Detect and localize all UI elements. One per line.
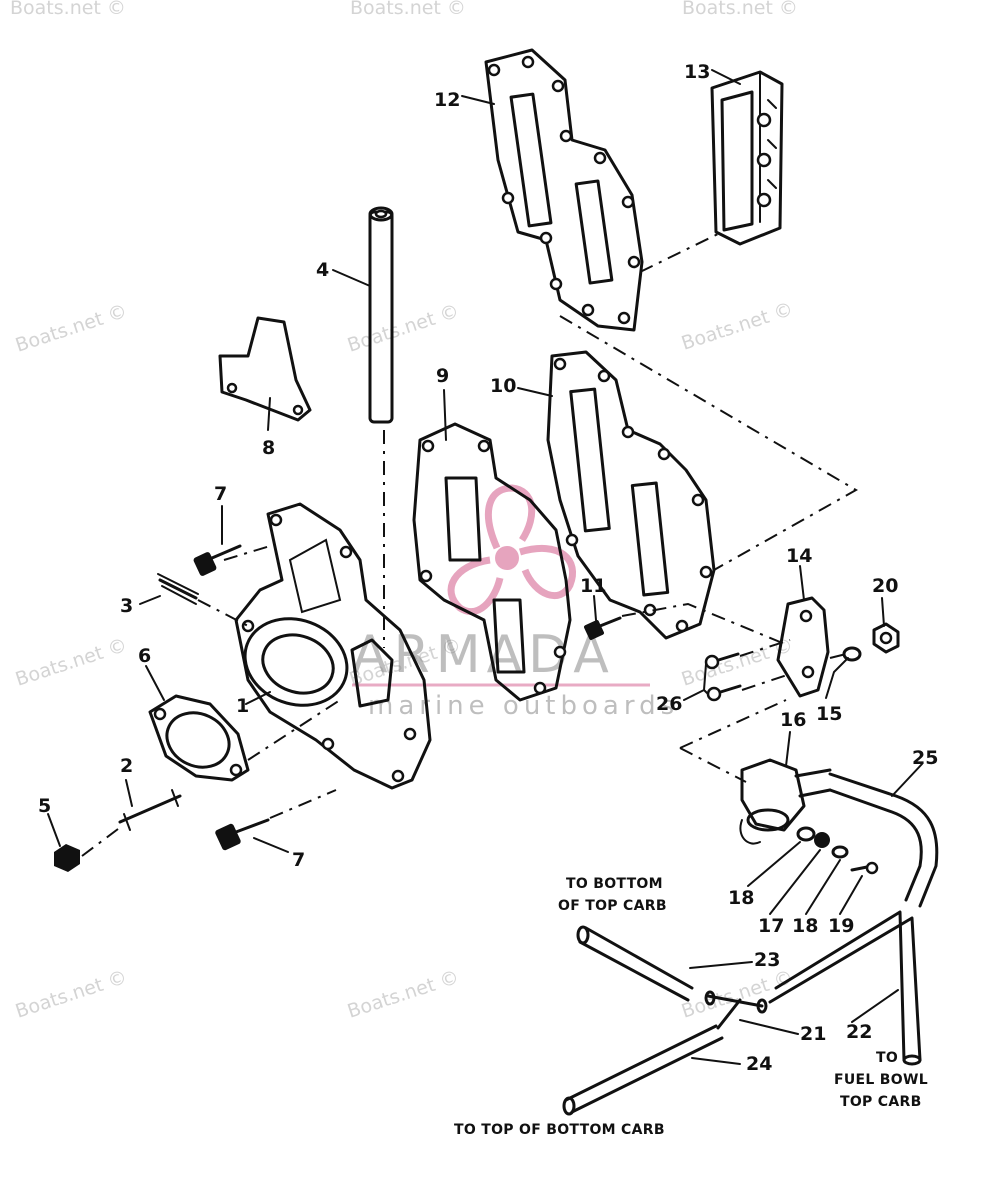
part-15-spacer — [842, 646, 862, 662]
note-bottom-of-top-carb: OF TOP CARB — [558, 898, 667, 914]
callout-22: 22 — [846, 1021, 872, 1043]
callout-8: 8 — [262, 437, 275, 459]
watermark: Boats.net © — [13, 966, 130, 1023]
watermark: Boats.net © — [679, 298, 796, 355]
part-7-bolt-upper — [193, 544, 242, 576]
parts-17-19-fasteners — [796, 826, 879, 875]
watermark: Boats.net © — [345, 300, 462, 357]
part-13-reed-block — [710, 70, 784, 246]
callout-20: 20 — [872, 575, 898, 597]
part-11-bolt — [584, 616, 622, 640]
propeller-icon — [447, 484, 576, 616]
leader-lines — [47, 69, 923, 1065]
callout-numbers: 1 2 3 4 5 6 7 7 8 9 10 11 12 13 14 15 16… — [38, 61, 938, 1075]
callout-4: 4 — [316, 259, 329, 281]
callout-13: 13 — [684, 61, 710, 83]
note-top-of-bottom-carb: TO TOP OF BOTTOM CARB — [454, 1122, 665, 1138]
callout-7: 7 — [292, 849, 305, 871]
callout-1: 1 — [236, 695, 249, 717]
callout-2: 2 — [120, 755, 133, 777]
callout-11: 11 — [580, 575, 606, 597]
part-1-manifold — [234, 502, 432, 790]
part-9-reed-plate — [412, 422, 572, 702]
watermark: Boats.net © — [679, 966, 796, 1023]
callout-23: 23 — [754, 949, 780, 971]
part-4-tube — [368, 206, 394, 424]
callout-17: 17 — [758, 915, 784, 937]
part-22-hose — [768, 910, 922, 1066]
part-3-pin — [157, 573, 199, 605]
callout-25: 25 — [912, 747, 938, 769]
note-fuel-bowl: FUEL BOWL — [834, 1072, 928, 1088]
watermark: Boats.net © — [13, 300, 130, 357]
callout-9: 9 — [436, 365, 449, 387]
callout-15: 15 — [816, 703, 842, 725]
part-12-gasket — [484, 48, 644, 332]
callout-18: 18 — [728, 887, 754, 909]
part-21-tee — [704, 990, 768, 1030]
part-26-screws — [704, 652, 742, 702]
part-24-hose — [562, 1024, 724, 1116]
callout-21: 21 — [800, 1023, 826, 1045]
callout-24: 24 — [746, 1053, 772, 1075]
alignment-lines — [81, 231, 859, 857]
part-20-nut — [872, 622, 900, 654]
callout-16: 16 — [780, 709, 806, 731]
callout-10: 10 — [490, 375, 516, 397]
part-23-hose — [576, 925, 694, 1002]
part-25-hose — [828, 772, 939, 908]
callout-3: 3 — [120, 595, 133, 617]
part-6-gasket — [148, 694, 250, 782]
note-fuel-bowl: TO — [876, 1050, 898, 1066]
callout-26: 26 — [656, 693, 682, 715]
part-10-reed-plate — [546, 350, 716, 640]
logo-tagline: marine outboards — [368, 691, 679, 721]
part-14-bracket — [776, 596, 830, 698]
part-8-plate — [218, 316, 312, 422]
part-2-stud — [118, 789, 182, 831]
hose-notes: TO BOTTOM OF TOP CARB TO TOP OF BOTTOM C… — [454, 876, 928, 1138]
callout-5: 5 — [38, 795, 51, 817]
callout-19: 19 — [828, 915, 854, 937]
callout-12: 12 — [434, 89, 460, 111]
watermark: Boats.net © — [345, 966, 462, 1023]
note-bottom-of-top-carb: TO BOTTOM — [566, 876, 663, 892]
callout-14: 14 — [786, 545, 812, 567]
watermark-layer: Boats.net © Boats.net © Boats.net © Boat… — [10, 0, 798, 1023]
part-16-pump — [739, 758, 832, 845]
watermark: Boats.net © — [682, 0, 798, 19]
part-7-bolt-lower — [215, 818, 270, 851]
callout-18: 18 — [792, 915, 818, 937]
note-fuel-bowl: TOP CARB — [840, 1094, 922, 1110]
callout-7: 7 — [214, 483, 227, 505]
watermark: Boats.net © — [13, 634, 130, 691]
callout-6: 6 — [138, 645, 151, 667]
watermark: Boats.net © — [350, 0, 466, 19]
watermark: Boats.net © — [10, 0, 126, 19]
part-5-nut — [54, 844, 80, 872]
armada-logo: ARMADA marine outboards — [352, 484, 679, 721]
